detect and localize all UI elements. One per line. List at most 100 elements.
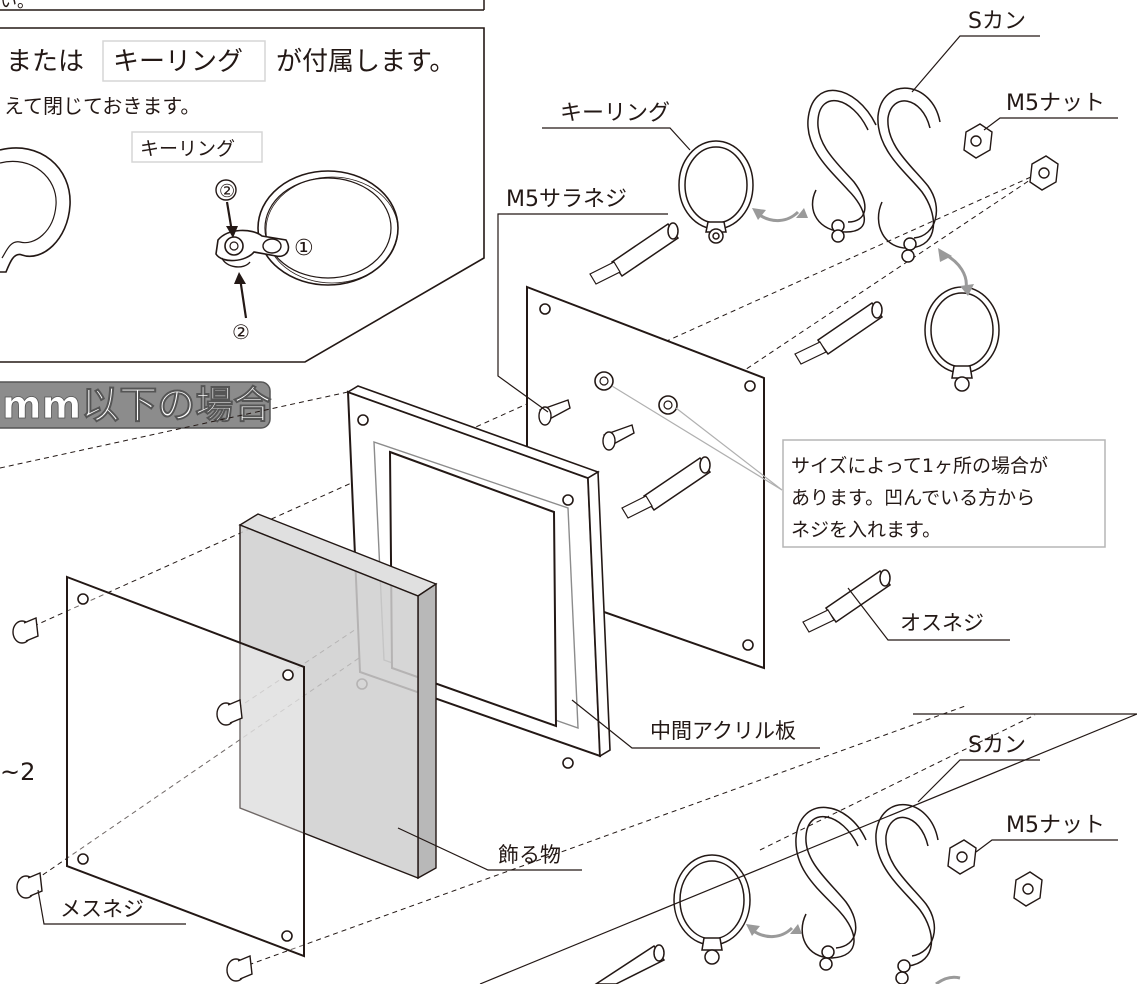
leader-m5-sara-screw bbox=[497, 213, 668, 413]
front-plate-hole-tl bbox=[77, 593, 89, 605]
leader-s-kan-bottom bbox=[917, 759, 1040, 803]
front-plate-hole-bl bbox=[77, 853, 89, 865]
instruction-box bbox=[0, 27, 485, 363]
left-edge-fragment: ~2 bbox=[0, 758, 35, 786]
standoff-middle bbox=[621, 456, 712, 519]
standoff-bottom-fragment bbox=[594, 944, 666, 984]
frame-hole-tr bbox=[562, 494, 574, 506]
axis-line-bottom-nut bbox=[759, 714, 1036, 851]
female-screws bbox=[12, 616, 253, 982]
leader-s-kan bbox=[911, 35, 1040, 93]
swap-arrows-top bbox=[752, 208, 974, 296]
label-s-kan: Sカン bbox=[968, 9, 1026, 34]
axis-line-top-left bbox=[24, 171, 1043, 631]
front-plate-hole-tr bbox=[282, 669, 294, 681]
standoff-bottom-right bbox=[802, 569, 892, 633]
female-screw-3 bbox=[16, 871, 43, 899]
female-screw-1 bbox=[12, 616, 39, 644]
label-key-ring: キーリング bbox=[560, 101, 670, 126]
keyring-label-text: キーリング bbox=[140, 138, 235, 160]
leader-decoration bbox=[397, 827, 582, 871]
leader-m5-nut bbox=[983, 117, 1118, 131]
front-plate-hole-br bbox=[281, 930, 293, 942]
swap-arrows-bottom bbox=[746, 924, 961, 984]
keyring-instruction-panel: い。 または キーリング が付属します。 えて閉じておきます。 キーリング ② … bbox=[0, 0, 485, 363]
keyring-highlight-box bbox=[102, 40, 266, 82]
m5-nut-bottom-1 bbox=[947, 839, 977, 875]
note-box: サイズによって1ヶ所の場合が あります。凹んでいる方から ネジを入れます。 bbox=[782, 439, 1106, 548]
decoration-side bbox=[417, 582, 437, 880]
label-s-kan-bottom: Sカン bbox=[968, 733, 1026, 758]
keyring-hanger-right bbox=[924, 286, 1000, 392]
female-screw-2 bbox=[216, 698, 243, 726]
label-male-screw: オスネジ bbox=[900, 611, 984, 635]
m5-nuts-top bbox=[963, 123, 1059, 191]
leader-m5-nut-bottom bbox=[975, 839, 1118, 853]
note-line-3: ネジを入れます。 bbox=[791, 519, 941, 541]
callout-leaders bbox=[37, 35, 1118, 925]
s-hook-right bbox=[877, 87, 941, 263]
standoff-top-left bbox=[589, 222, 680, 285]
step2-top-marker-circle bbox=[215, 179, 237, 201]
banner-background bbox=[0, 381, 271, 429]
keyring-hanger-top bbox=[678, 140, 754, 244]
leader-key-ring bbox=[542, 127, 691, 151]
female-screw-4 bbox=[226, 954, 253, 982]
step1-marker: ① bbox=[294, 236, 314, 261]
banner-text: mm以下の場合 bbox=[2, 383, 271, 427]
note-leader-left-hole bbox=[611, 385, 783, 491]
bottom-section-divider bbox=[479, 713, 1137, 984]
male-screw-standoffs bbox=[589, 222, 892, 984]
intro-highlight-text: キーリング bbox=[113, 47, 243, 77]
step2-bottom-arrow bbox=[238, 277, 248, 319]
open-ring-icon bbox=[0, 147, 71, 273]
note-leaders bbox=[611, 385, 783, 491]
s-hook-left bbox=[807, 89, 877, 243]
leader-male-screw bbox=[847, 587, 1010, 641]
back-plate-hole-tl bbox=[539, 303, 551, 315]
step2-bottom-arrowhead bbox=[234, 272, 246, 284]
back-plate-hole-br bbox=[742, 639, 754, 651]
label-middle-acrylic: 中間アクリル板 bbox=[650, 719, 796, 743]
step2-top-marker: ② bbox=[219, 181, 235, 202]
open-ring-inner-icon bbox=[0, 160, 57, 259]
leader-female-screw bbox=[37, 889, 186, 925]
front-plate-panel bbox=[66, 575, 305, 958]
sub-instruction-text: えて閉じておきます。 bbox=[4, 94, 200, 118]
intro-prefix-text: または bbox=[6, 47, 84, 77]
axis-line-bottom-right bbox=[239, 704, 969, 969]
leader-middle-acrylic bbox=[571, 699, 820, 749]
keyring-hanger-bottom bbox=[673, 854, 751, 965]
step2-bottom-marker: ② bbox=[232, 320, 250, 344]
decoration-item bbox=[238, 513, 438, 880]
frame-hole-br bbox=[562, 757, 574, 769]
frame-hole-tl bbox=[357, 414, 369, 426]
note-line-1: サイズによって1ヶ所の場合が bbox=[791, 455, 1048, 477]
s-hook-bottom-right bbox=[875, 804, 939, 984]
note-line-2: あります。凹んでいる方から bbox=[791, 487, 1035, 509]
label-decoration: 飾る物 bbox=[498, 843, 561, 867]
s-hook-bottom-left bbox=[795, 806, 867, 971]
back-plate-hole-tr bbox=[744, 380, 756, 392]
front-plate bbox=[66, 575, 305, 958]
sara-screw-right-head bbox=[602, 431, 616, 451]
note-box-frame bbox=[782, 439, 1106, 548]
note-leader-right-hole bbox=[675, 407, 783, 491]
standoff-top-right bbox=[794, 301, 884, 365]
m5-nut-top-1 bbox=[963, 123, 993, 159]
top-note-text: い。 bbox=[0, 0, 34, 12]
countersunk-screws bbox=[538, 399, 635, 451]
intro-suffix-text: が付属します。 bbox=[276, 47, 455, 77]
keyring-assembly-icon bbox=[215, 170, 399, 286]
frame-side-edge bbox=[587, 470, 611, 758]
label-m5-nut: M5ナット bbox=[1006, 91, 1105, 116]
label-m5-sara-screw: M5サラネジ bbox=[506, 187, 627, 212]
label-female-screw: メスネジ bbox=[60, 897, 144, 921]
label-m5-nut-bottom: M5ナット bbox=[1006, 813, 1105, 838]
section-banner: mm以下の場合 bbox=[0, 381, 272, 429]
step2-top-arrowhead bbox=[226, 226, 238, 238]
m5-nuts-bottom bbox=[947, 839, 1043, 907]
keyring-label-box bbox=[131, 131, 263, 163]
m5-nut-top-2 bbox=[1029, 155, 1059, 191]
